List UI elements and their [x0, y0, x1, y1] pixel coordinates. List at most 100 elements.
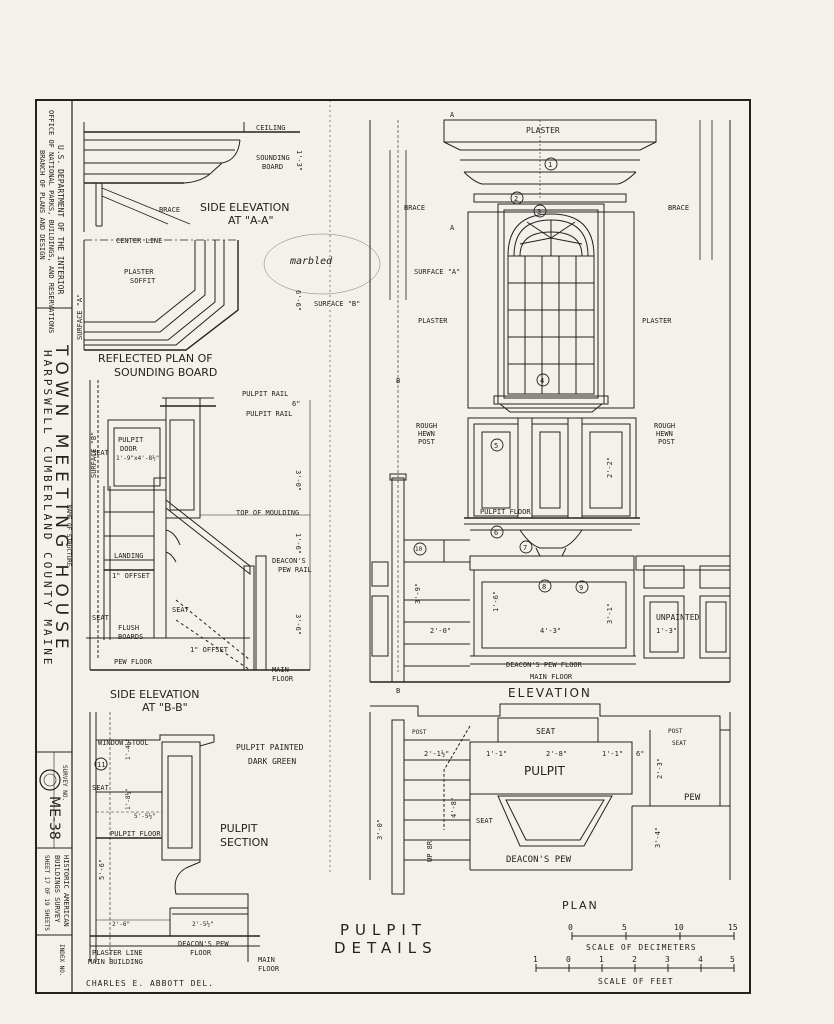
decimeter-tick-1: 5 — [622, 923, 627, 932]
pulpit-section-title: PULPIT — [220, 822, 258, 835]
pulpit-rail-label-2: PULPIT RAIL — [246, 410, 292, 418]
callout-8: 8 — [542, 583, 546, 591]
elevation-dimensions: 2'-0" 4'-3" 1'-3" 3'-9" 2'-2" 3'-1" 1'-6… — [414, 457, 677, 635]
dim-bb-3: 1'-6" — [294, 533, 302, 554]
surface-a-label-plan: SURFACE "A" — [76, 294, 84, 340]
callout-7: 7 — [523, 544, 527, 552]
dim-plan-3: 1'-1" — [602, 750, 623, 758]
dim-bb-1: 6" — [292, 400, 300, 408]
dim-elev-7: 1'-6" — [492, 591, 500, 612]
plaster-line-label: PLASTER LINE — [92, 949, 143, 957]
dim-plan-2: 1'-1" — [486, 750, 507, 758]
section-mark-a-top: A — [450, 111, 455, 119]
index-no: INDEX NO. — [58, 944, 65, 977]
dim-aa: 1'-3" — [295, 150, 303, 171]
pulpit-door-label: PULPIT — [118, 436, 144, 444]
scale-feet-bar — [535, 964, 735, 972]
flush-boards-label-2: BOARDS — [118, 633, 143, 641]
callout-10: 10 — [415, 546, 423, 553]
scale-decimeters-label: SCALE OF DECIMETERS — [586, 943, 697, 952]
reflected-plan-title: REFLECTED PLAN OF — [98, 352, 213, 365]
pulpit-section-subtitle: SECTION — [220, 836, 268, 849]
deacons-floor-label-2: FLOOR — [190, 949, 212, 957]
dim-section-4: 5'-6" — [98, 859, 106, 880]
dim-plan-1: 2'-8" — [546, 750, 567, 758]
plaster-label-left: PLASTER — [418, 317, 448, 325]
top-of-moulding-label: TOP OF MOULDING — [236, 509, 299, 517]
post-label-left: POST — [412, 729, 427, 736]
dim-elev-5: 2'-2" — [606, 457, 614, 478]
seat-label-plan-right: SEAT — [672, 740, 687, 747]
surface-b-label-elev: SURFACE "B" — [314, 300, 360, 308]
plaster-soffit-label-2: SOFFIT — [130, 277, 156, 285]
unpainted-label: UNPAINTED — [656, 613, 700, 622]
pulpit-label-plan: PULPIT — [524, 764, 565, 778]
main-floor-label-bb-2: FLOOR — [272, 675, 294, 683]
brace-label-right: BRACE — [668, 204, 689, 212]
dim-bb-2: 3'-0" — [294, 470, 302, 491]
agency-line-1: U.S. DEPARTMENT OF THE INTERIOR — [56, 145, 65, 294]
dim-elev-3: 1'-3" — [656, 627, 677, 635]
section-mark-b-top: B — [396, 377, 400, 385]
habs-line-2: BUILDINGS SURVEY — [53, 855, 61, 923]
reflected-plan-subtitle: SOUNDING BOARD — [114, 366, 217, 379]
scale-decimeters-bar — [571, 932, 735, 940]
plaster-label-top: PLASTER — [526, 126, 560, 135]
delineator-credit: CHARLES E. ABBOTT DEL. — [86, 979, 214, 988]
rough-post-label-right-3: POST — [658, 438, 676, 446]
elevation-callouts — [413, 157, 589, 594]
pulpit-floor-label-elev: PULPIT FLOOR — [480, 508, 531, 516]
seat-label-1: SEAT — [92, 449, 110, 457]
dim-plan-4: 6" — [636, 750, 644, 758]
flush-boards-label: FLUSH — [118, 624, 139, 632]
feet-tick-4: 3 — [665, 955, 670, 964]
rough-post-label-left-2: HEWN — [418, 430, 435, 438]
main-floor-label-section: MAIN — [258, 956, 275, 964]
plaster-soffit-label: PLASTER — [124, 268, 154, 276]
section-mark-a-bottom: A — [450, 224, 455, 232]
dim-elev-6: 3'-1" — [606, 603, 614, 624]
structure-title: TOWN MEETING HOUSE — [51, 344, 71, 655]
seat-label-3: SEAT — [172, 606, 190, 614]
painted-note-2: DARK GREEN — [248, 757, 296, 766]
dim-plan-8: 3'-0" — [376, 819, 384, 840]
decimeter-tick-0: 0 — [568, 923, 573, 932]
sheet-title: PULPIT — [340, 921, 427, 939]
decimeter-tick-3: 15 — [728, 923, 738, 932]
pencil-note: marbled — [289, 256, 333, 267]
pulpit-floor-label-section: PULPIT FLOOR — [110, 830, 161, 838]
side-elevation-aa-title: SIDE ELEVATION — [200, 201, 290, 214]
callout-2: 2 — [514, 195, 518, 203]
brace-label-aa: BRACE — [159, 206, 180, 214]
pulpit-door-label-2: DOOR — [120, 445, 138, 453]
main-floor-label-elev: MAIN FLOOR — [530, 673, 573, 681]
deacons-pew-label-plan: DEACON'S PEW — [506, 855, 572, 865]
feet-tick-6: 5 — [730, 955, 735, 964]
pencil-note-circle — [263, 233, 381, 295]
dim-bb-5: 6'-6" — [294, 290, 302, 311]
up-label-plan: UP 8R — [426, 840, 434, 862]
dim-elev-2: 4'-3" — [540, 627, 561, 635]
dim-plan-7: 3'-4" — [654, 827, 662, 848]
seat-label-2: SEAT — [92, 614, 110, 622]
feet-tick-0: 1 — [533, 955, 538, 964]
side-elevation-bb-title: SIDE ELEVATION — [110, 688, 200, 701]
callout-4: 4 — [540, 377, 544, 385]
main-floor-label-section-2: FLOOR — [258, 965, 280, 973]
seat-label-plan-top: SEAT — [536, 727, 555, 736]
dim-section-5: 2'-6" — [112, 921, 130, 928]
reflected-plan-drawing — [83, 239, 239, 351]
ceiling-label: CEILING — [256, 124, 286, 132]
callout-6: 6 — [494, 529, 498, 537]
agency-line-2: OFFICE OF NATIONAL PARKS, BUILDINGS, AND… — [47, 110, 55, 333]
callout-3: 3 — [537, 208, 541, 216]
seat-label-plan-side: SEAT — [476, 817, 494, 825]
deacons-pew-rail-label: DEACON'S — [272, 557, 306, 565]
callout-11: 11 — [97, 761, 105, 769]
sounding-board-label: SOUNDING — [256, 154, 290, 162]
side-elevation-bb-drawing — [86, 380, 311, 671]
plan-drawing — [369, 703, 731, 895]
elevation-drawing — [369, 119, 731, 683]
callout-5: 5 — [494, 442, 498, 450]
dim-section-6: 2'-5½" — [192, 921, 214, 928]
